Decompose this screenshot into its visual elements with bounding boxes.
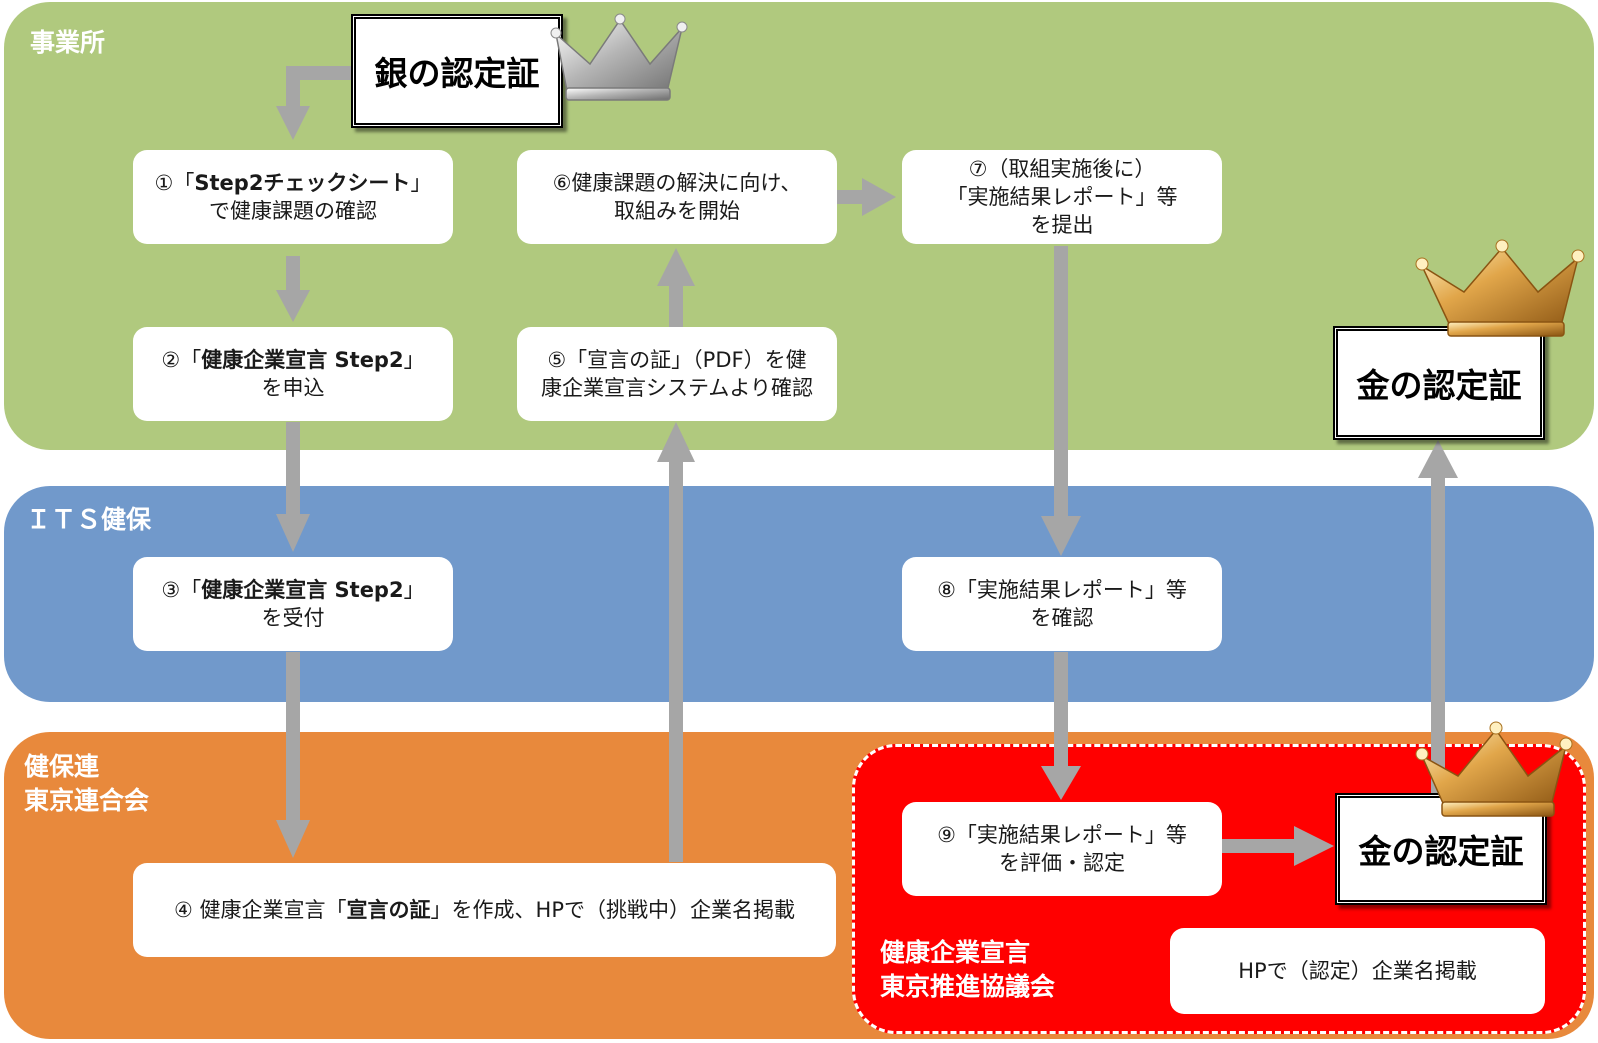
step-1-suffix: 」 (410, 171, 432, 195)
arrow-silver-to-step1-head (276, 106, 310, 140)
hp-nintei-box: HPで（認定）企業名掲載 (1170, 928, 1545, 1014)
step-4-box: ④ 健康企業宣言「宣言の証」を作成、HPで（挑戦中）企業名掲載 (133, 863, 836, 957)
arrow-2-3-head (276, 514, 310, 552)
arrow-3-4-shaft (286, 652, 300, 822)
arrow-8-9-head (1041, 766, 1081, 800)
arrow-gold-up-shaft (1431, 476, 1445, 798)
arrow-5-6-head (657, 248, 695, 286)
step-2-title: 健康企業宣言 Step2 (201, 348, 404, 372)
arrow-gold-up-head (1418, 440, 1458, 478)
step-5-line2: 康企業宣言システムより確認 (541, 376, 813, 400)
arrow-7-8-shaft (1054, 246, 1068, 518)
arrow-3-4-head (276, 820, 310, 858)
arrow-2-3-shaft (286, 422, 300, 516)
step-6-line2: 取組みを開始 (614, 199, 740, 223)
arrow-5-6-shaft (669, 284, 683, 328)
step-2-suffix: 」 (403, 348, 425, 372)
gold-certificate-top: 金の認定証 (1333, 326, 1545, 440)
arrow-silver-to-step1-v (286, 66, 300, 106)
arrow-9-gold-shaft (1222, 839, 1296, 853)
step-1-title: Step2チェックシート (194, 171, 411, 195)
step-8-line1: ⑧「実施結果レポート」等 (937, 578, 1187, 602)
step-4-prefix: ④ 健康企業宣言「 (174, 898, 347, 922)
arrow-1-2-head (276, 290, 310, 322)
step-6-line1: ⑥健康課題の解決に向け、 (552, 171, 802, 195)
step-3-line2: を受付 (261, 606, 325, 630)
step-9-box: ⑨「実施結果レポート」等 を評価・認定 (902, 802, 1222, 896)
step-8-line2: を確認 (1030, 606, 1094, 630)
label-kenporen: 健保連 東京連合会 (24, 752, 150, 815)
arrow-4-5-shaft (669, 460, 683, 862)
step-4-title: 宣言の証 (346, 898, 431, 922)
step-3-prefix: ③「 (161, 578, 202, 602)
step-1-line2: で健康課題の確認 (208, 199, 377, 223)
arrow-9-gold-head (1294, 826, 1334, 866)
step-9-line1: ⑨「実施結果レポート」等 (937, 823, 1187, 847)
arrow-8-9-shaft (1054, 652, 1068, 768)
step-6-box: ⑥健康課題の解決に向け、 取組みを開始 (517, 150, 837, 244)
step-5-line1: ⑤「宣言の証」（PDF）を健 (547, 348, 807, 372)
step-3-suffix: 」 (403, 578, 425, 602)
label-kyogikai: 健康企業宣言 東京推進協議会 (880, 938, 1056, 1001)
arrow-silver-to-step1-h (286, 66, 354, 80)
step-3-title: 健康企業宣言 Step2 (201, 578, 404, 602)
step-7-line1: ⑦（取組実施後に） (968, 157, 1156, 181)
silver-certificate: 銀の認定証 (351, 14, 563, 128)
step-1-prefix: ①「 (154, 171, 195, 195)
step-4-suffix: 」を作成、HPで（挑戦中）企業名掲載 (430, 898, 795, 922)
silver-crown-icon (550, 13, 688, 101)
step-5-box: ⑤「宣言の証」（PDF）を健 康企業宣言システムより確認 (517, 327, 837, 421)
arrow-4-5-head (657, 422, 695, 462)
step-9-line2: を評価・認定 (998, 851, 1125, 875)
hp-nintei-text: HPで（認定）企業名掲載 (1238, 959, 1477, 983)
step-7-box: ⑦（取組実施後に） 「実施結果レポート」等 を提出 (902, 150, 1222, 244)
step-1-box: ①「Step2チェックシート」 で健康課題の確認 (133, 150, 453, 244)
label-jigyosho: 事業所 (30, 28, 106, 57)
step-7-line3: を提出 (1030, 213, 1094, 237)
step-3-box: ③「健康企業宣言 Step2」 を受付 (133, 557, 453, 651)
label-its-kenpo: ＩＴＳ健保 (26, 505, 152, 534)
step-2-line2: を申込 (261, 376, 325, 400)
step-2-box: ②「健康企業宣言 Step2」 を申込 (133, 327, 453, 421)
step-8-box: ⑧「実施結果レポート」等 を確認 (902, 557, 1222, 651)
step-2-prefix: ②「 (161, 348, 202, 372)
arrow-1-2-shaft (286, 256, 300, 292)
arrow-6-7-shaft (836, 190, 864, 204)
arrow-6-7-head (862, 178, 896, 216)
arrow-7-8-head (1041, 516, 1081, 556)
gold-crown-bottom-icon (1415, 721, 1573, 817)
step-7-line2: 「実施結果レポート」等 (946, 185, 1178, 209)
gold-crown-top-icon (1415, 239, 1585, 337)
